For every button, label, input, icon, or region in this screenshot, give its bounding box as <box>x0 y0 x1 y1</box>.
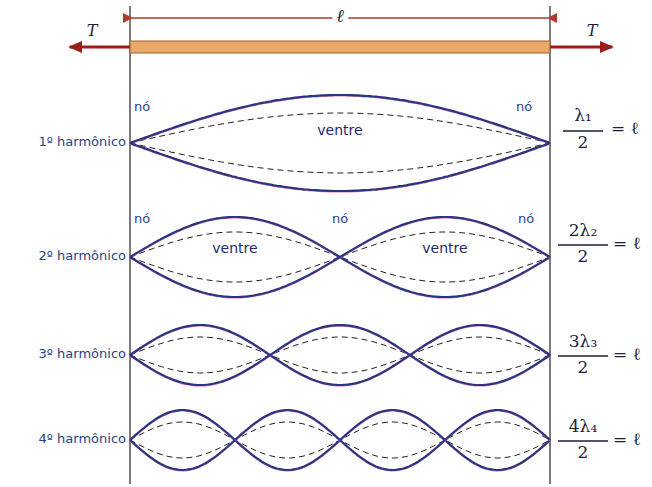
antinode-label: ventre <box>317 122 362 138</box>
fraction-numerator: λ₁ <box>574 106 592 126</box>
wave-edge <box>130 144 550 192</box>
fraction-denominator: 2 <box>578 358 589 378</box>
tension-label: T <box>87 22 98 40</box>
boundary-line <box>549 6 550 484</box>
solid-wave <box>130 410 550 470</box>
wave-edge <box>130 218 550 298</box>
harmonic-label: 3º harmônico <box>39 347 126 362</box>
node-label: nó <box>518 212 534 227</box>
tension-arrow <box>550 46 612 49</box>
string-rod <box>130 41 550 53</box>
wave-edge <box>130 326 550 386</box>
node-label: nó <box>516 100 532 115</box>
boundary-line <box>129 6 130 484</box>
equals-length: = ℓ <box>613 234 641 254</box>
fraction-bar <box>558 440 608 441</box>
solid-wave <box>130 143 550 191</box>
dashed-wave <box>130 337 550 373</box>
length-label: ℓ <box>332 6 348 27</box>
solid-wave <box>130 95 550 143</box>
solid-wave <box>130 217 550 297</box>
antinode-label: ventre <box>422 240 467 256</box>
solid-wave <box>130 325 550 385</box>
harmonic-label: 4º harmônico <box>39 432 126 447</box>
tension-arrow <box>70 46 130 49</box>
node-label: nó <box>134 212 150 227</box>
fraction-numerator: 3λ₃ <box>569 332 597 352</box>
dashed-wave <box>130 143 550 173</box>
fraction-denominator: 2 <box>578 443 589 463</box>
fraction-bar <box>563 130 603 131</box>
fraction-denominator: 2 <box>578 133 589 153</box>
wave-edge <box>130 96 550 144</box>
equals-length: = ℓ <box>611 119 639 139</box>
equals-length: = ℓ <box>613 345 641 365</box>
dashed-wave <box>130 337 550 373</box>
solid-wave <box>130 410 550 470</box>
fraction-numerator: 2λ₂ <box>569 221 597 241</box>
harmonic-label: 2º harmônico <box>39 249 126 264</box>
harmonic-label: 1º harmônico <box>39 135 126 150</box>
fraction-bar <box>558 244 608 245</box>
wave-edge <box>130 411 550 471</box>
wave-edge <box>130 218 550 298</box>
wave-edge <box>130 326 550 386</box>
node-label: nó <box>332 212 348 227</box>
solid-wave <box>130 217 550 297</box>
wave-edge <box>130 411 550 471</box>
fraction-denominator: 2 <box>578 247 589 267</box>
node-label: nó <box>134 100 150 115</box>
fraction-bar <box>558 355 608 356</box>
solid-wave <box>130 325 550 385</box>
tension-label: T <box>587 22 598 40</box>
fraction-numerator: 4λ₄ <box>569 417 597 437</box>
dashed-wave <box>130 113 550 143</box>
antinode-label: ventre <box>212 240 257 256</box>
equals-length: = ℓ <box>613 430 641 450</box>
